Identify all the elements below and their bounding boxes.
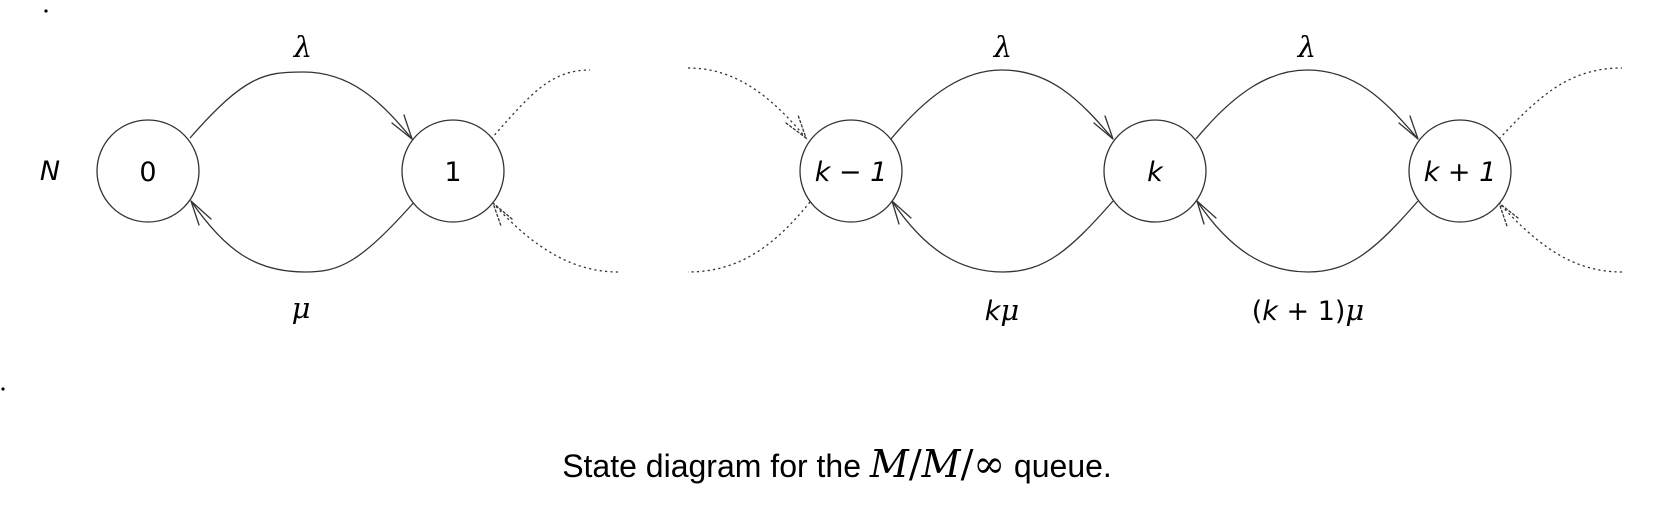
rate-mu: μ bbox=[1000, 293, 1019, 327]
arrival-rate-label: λ bbox=[1297, 30, 1316, 64]
state-label-k-minus-1: k − 1 bbox=[815, 157, 888, 188]
dotted-arc-in bbox=[1498, 202, 1623, 273]
state-node bbox=[96, 119, 200, 223]
row-label: N bbox=[40, 156, 60, 187]
caption-math-slash: / bbox=[909, 442, 922, 486]
arrival-arc-0-1 bbox=[189, 71, 413, 140]
caption-math-infinity: ∞ bbox=[973, 442, 1005, 486]
stray-dot bbox=[44, 9, 48, 13]
state-node bbox=[1408, 119, 1512, 223]
state-label-k-plus-1: k + 1 bbox=[1424, 157, 1497, 188]
service-arc-1-0 bbox=[190, 199, 417, 273]
rate-mu: μ bbox=[1345, 293, 1364, 327]
arrival-arc-k1-k bbox=[890, 69, 1114, 140]
caption-math-slash: / bbox=[961, 442, 974, 486]
state-label-1: 1 bbox=[444, 157, 461, 188]
caption-math-m: M bbox=[921, 442, 962, 486]
arrival-arc-k-kp1 bbox=[1195, 69, 1419, 140]
service-arc-kp1-k bbox=[1196, 200, 1419, 273]
rate-k: k bbox=[985, 296, 1002, 327]
state-node bbox=[799, 119, 903, 223]
arrowhead bbox=[190, 200, 212, 226]
dotted-arc-out bbox=[490, 69, 591, 140]
state-label-k: k bbox=[1147, 157, 1164, 188]
dotted-arc-out bbox=[687, 201, 811, 273]
service-rate-label: μ bbox=[292, 291, 311, 325]
state-label-0: 0 bbox=[139, 157, 156, 188]
state-node bbox=[1103, 119, 1207, 223]
rate-k: k bbox=[1262, 296, 1279, 327]
arrival-rate-label: λ bbox=[293, 30, 312, 64]
caption-math-m: M bbox=[869, 442, 910, 486]
rate-plus-one: + 1) bbox=[1278, 296, 1346, 327]
arrival-rate-label: λ bbox=[993, 30, 1012, 64]
caption-suffix: queue. bbox=[1005, 448, 1112, 484]
arrowhead bbox=[1093, 115, 1114, 140]
arrowhead bbox=[491, 200, 513, 227]
figure-caption: State diagram for the M/M/∞ queue. bbox=[562, 442, 1112, 486]
dotted-arc-in bbox=[492, 202, 619, 273]
arrowhead bbox=[785, 114, 808, 140]
caption-prefix: State diagram for the bbox=[562, 448, 870, 484]
dotted-arc-out bbox=[1498, 67, 1623, 140]
stray-dot bbox=[1, 387, 5, 391]
service-rate-label: kμ bbox=[985, 293, 1020, 327]
state-node bbox=[401, 119, 505, 223]
service-rate-label: (k + 1)μ bbox=[1252, 293, 1365, 327]
arrowhead bbox=[391, 114, 413, 140]
rate-paren: ( bbox=[1252, 296, 1263, 327]
service-arc-k-k1 bbox=[891, 200, 1114, 273]
dotted-arc-in bbox=[687, 67, 807, 139]
arrowhead bbox=[1398, 115, 1419, 140]
